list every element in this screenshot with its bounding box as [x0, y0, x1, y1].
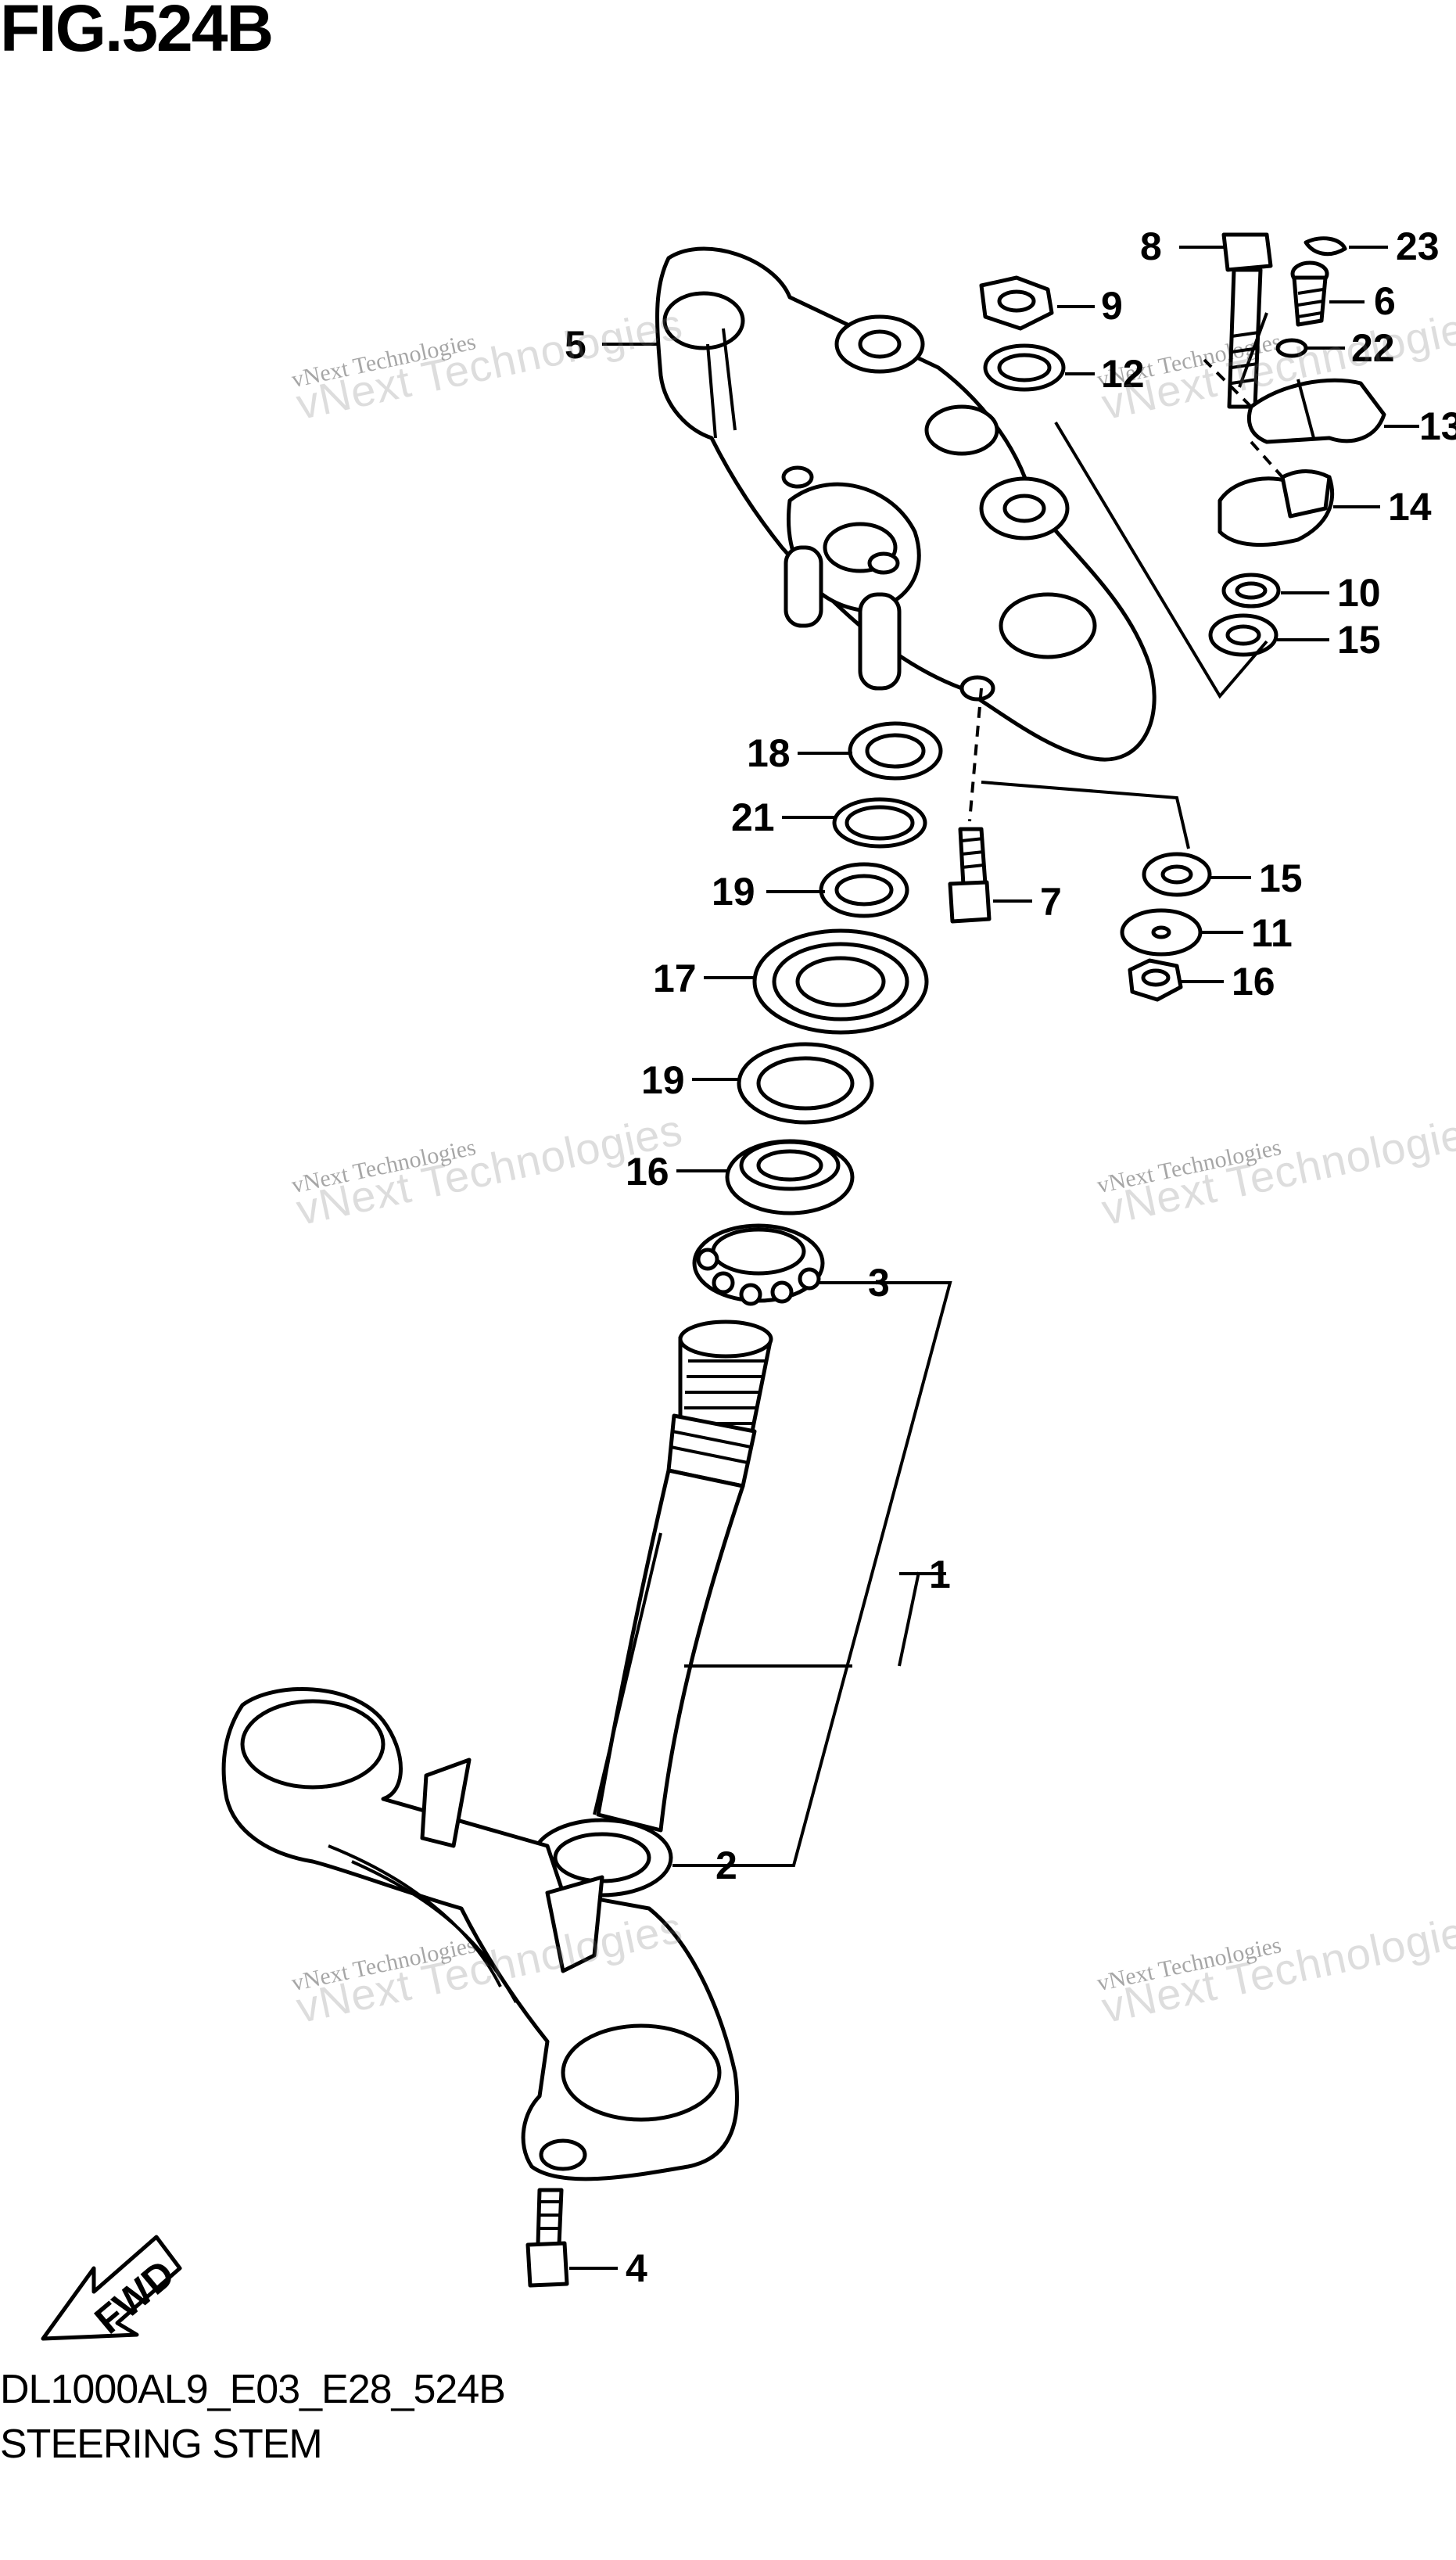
callout-15-lower: 15	[1259, 856, 1303, 900]
callout-labels: 5 8 23 6 9 22 12 13 14 10 15 18 21 19 7 …	[565, 224, 1456, 2290]
callout-11: 11	[1251, 911, 1293, 955]
part-washer-15-upper	[1208, 613, 1278, 657]
part-bearing-17	[725, 1139, 855, 1215]
callout-3: 3	[868, 1261, 890, 1305]
part-washer-10	[1221, 573, 1281, 609]
part-bolt-4	[525, 2188, 569, 2288]
callout-16: 16	[1232, 960, 1275, 1004]
callout-15-upper: 15	[1337, 618, 1381, 662]
part-bearing-3	[692, 1223, 825, 1306]
figure-title: FIG.524B	[0, 0, 274, 65]
part-bolt-7	[948, 827, 992, 924]
callout-12: 12	[1101, 352, 1145, 396]
part-race-20	[737, 1042, 874, 1125]
part-holder-13	[1247, 378, 1386, 444]
callout-6: 6	[1374, 279, 1396, 323]
part-holder-14	[1218, 469, 1335, 547]
callout-2: 2	[715, 1844, 737, 1887]
part-seal-18	[752, 928, 929, 1035]
part-washer-21	[832, 797, 927, 849]
callout-19-lower: 19	[712, 870, 755, 914]
part-locknut-19-lower	[819, 862, 909, 918]
upper-bracket	[655, 246, 1157, 762]
callout-18: 17	[653, 957, 697, 1000]
part-washer-15-lower	[1142, 852, 1212, 897]
section-name: STEERING STEM	[0, 2422, 323, 2468]
callout-23: 23	[1396, 224, 1440, 268]
part-washer-11	[1120, 908, 1203, 957]
model-code: DL1000AL9_E03_E28_524B	[0, 2367, 506, 2412]
callout-19-upper: 18	[747, 731, 791, 775]
part-nut-16	[1128, 958, 1183, 1002]
callout-10: 10	[1337, 571, 1381, 615]
part-stem-1	[593, 1319, 773, 1833]
callout-5: 5	[565, 323, 586, 367]
callout-14: 14	[1388, 485, 1432, 529]
callout-13: 13	[1419, 404, 1456, 448]
part-screw-6	[1290, 260, 1329, 327]
callout-9: 9	[1101, 284, 1123, 328]
callout-21: 21	[731, 795, 775, 839]
part-nut-9	[979, 275, 1054, 331]
callout-17: 16	[626, 1150, 669, 1194]
lower-bracket	[221, 1687, 739, 2181]
callout-8: 8	[1140, 224, 1162, 268]
callout-22: 22	[1351, 326, 1395, 370]
part-washer-12	[983, 343, 1066, 392]
callout-7: 7	[1040, 880, 1062, 924]
part-locknut-19-upper	[848, 721, 943, 781]
leader-lines	[569, 246, 1419, 2270]
part-race-2	[531, 1818, 673, 1898]
fwd-arrow: FWD	[41, 2235, 183, 2343]
callout-1: 1	[929, 1553, 951, 1596]
figure-footer: DL1000AL9_E03_E28_524B STEERING STEM	[0, 2362, 506, 2472]
callout-4: 4	[626, 2246, 647, 2290]
callout-20: 19	[641, 1058, 685, 1102]
part-cap-23	[1304, 236, 1347, 257]
